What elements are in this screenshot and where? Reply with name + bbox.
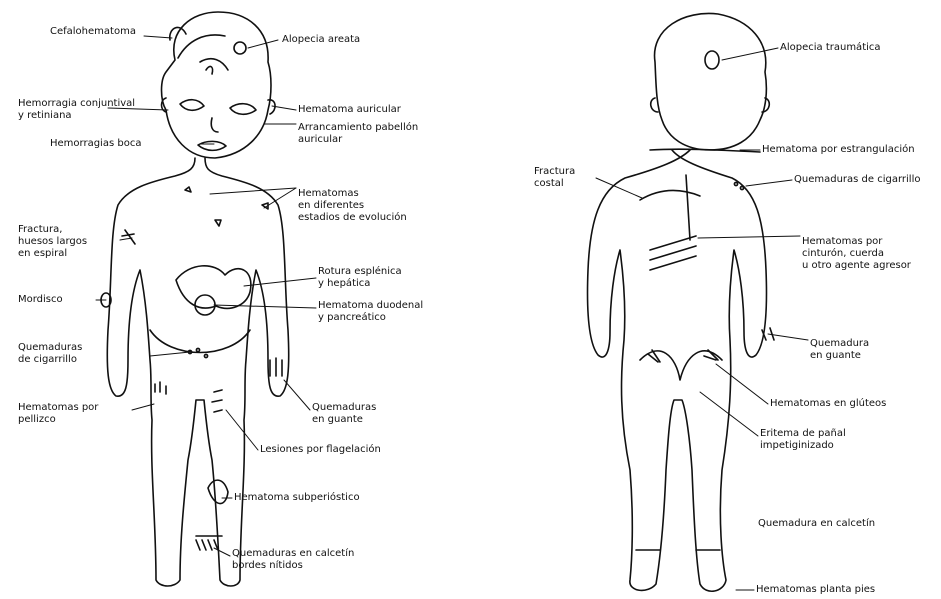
- back-body-figure: [587, 13, 774, 591]
- liver-spleen-organs: [176, 266, 251, 309]
- label-hematoma-estrangulacion: Hematoma por estrangulación: [762, 144, 915, 156]
- pinch-bruise-marks: [155, 382, 166, 394]
- label-hematomas-planta-pies: Hematomas planta pies: [756, 584, 875, 596]
- leader-lines: [96, 36, 808, 590]
- front-head-outline: [162, 12, 272, 158]
- front-mouth: [198, 141, 226, 150]
- front-right-eye: [230, 104, 256, 115]
- subperiosteal-mark: [208, 480, 228, 503]
- label-hematomas-gluteos: Hematomas en glúteos: [770, 398, 886, 410]
- front-left-eye: [180, 100, 204, 111]
- belt-marks: [650, 236, 696, 270]
- label-alopecia-traumatica: Alopecia traumática: [780, 42, 881, 54]
- alopecia-areata-mark: [234, 42, 246, 54]
- label-back-quemaduras-cigarrillo: Quemaduras de cigarrillo: [794, 174, 920, 186]
- label-mordisco: Mordisco: [18, 294, 63, 306]
- label-quemadura-calcetin: Quemadura en calcetín: [758, 518, 875, 530]
- spiral-fracture-mark: [122, 230, 135, 244]
- traumatic-alopecia-mark: [705, 51, 719, 69]
- back-cigarette-burn-mark: [734, 182, 737, 185]
- label-hematoma-subperiostico: Hematoma subperióstico: [234, 492, 360, 504]
- label-lesiones-flagelacion: Lesiones por flagelación: [260, 444, 381, 456]
- chest-bruise-2: [215, 220, 221, 226]
- label-hemorragias-boca: Hemorragias boca: [50, 138, 141, 150]
- front-hair: [178, 35, 228, 74]
- label-cefalohematoma: Cefalohematoma: [50, 26, 136, 38]
- front-nose: [211, 118, 218, 132]
- front-torso-outline: [107, 158, 288, 586]
- back-buttocks: [640, 351, 722, 380]
- label-alopecia-areata: Alopecia areata: [282, 34, 360, 46]
- rib-fracture-mark: [640, 190, 700, 200]
- back-head-outline: [655, 13, 767, 150]
- label-hematoma-auricular: Hematoma auricular: [298, 104, 401, 116]
- back-ears: [651, 98, 770, 112]
- chest-bruise-1: [185, 187, 191, 192]
- duodenal-hematoma-mark: [195, 295, 215, 315]
- glove-burn-mark: [270, 358, 282, 376]
- flagellation-marks: [212, 390, 222, 412]
